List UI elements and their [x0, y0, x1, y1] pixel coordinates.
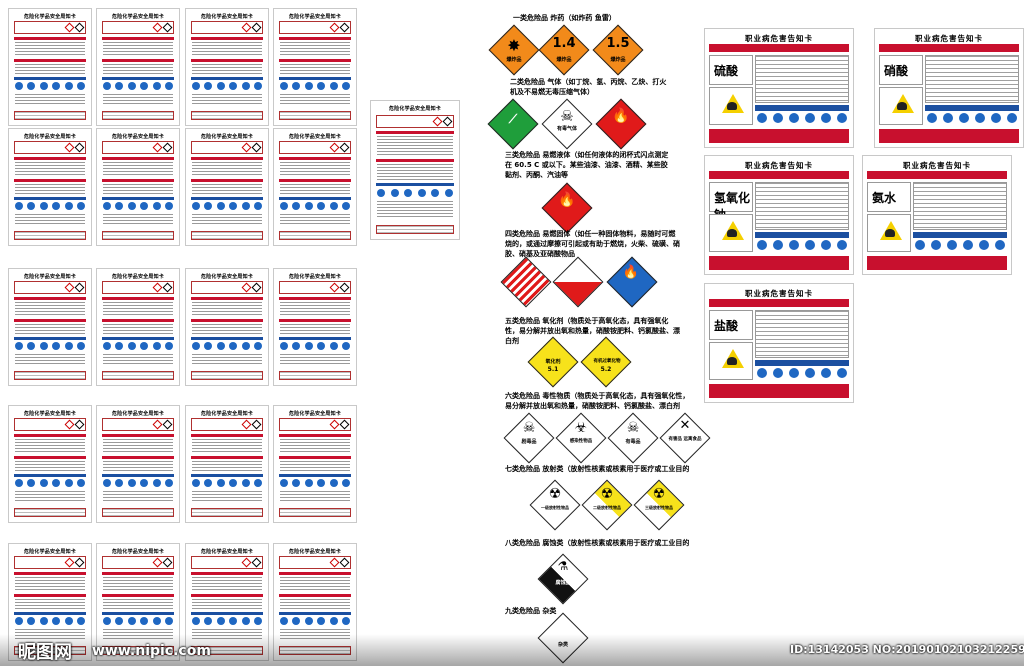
watermark-url: www.nipic.com [92, 643, 211, 659]
card-title: 危险化学品安全周知卡 [388, 106, 441, 112]
class5-title: 五类危险品 氧化剂（物质处于高氧化态，具有强氧化性，易分解并放出氧和热量，硝酸铵… [505, 317, 680, 345]
safety-card: 危险化学品安全周知卡 [273, 268, 357, 386]
safety-card: 危险化学品安全周知卡 [273, 405, 357, 523]
card-title: 危险化学品安全周知卡 [200, 549, 253, 555]
card-title: 危险化学品安全周知卡 [23, 549, 76, 555]
safety-card: 危险化学品安全周知卡 [185, 8, 269, 126]
safety-card: 危险化学品安全周知卡 [96, 543, 180, 661]
gas-cylinder-icon: ⟋ [508, 112, 518, 126]
card-title: 危险化学品安全周知卡 [200, 274, 253, 280]
occ-card-title: 职业病危害告知卡 [745, 289, 813, 298]
radiation-icon: ☢ [600, 486, 614, 502]
safety-card: 危险化学品安全周知卡 [8, 128, 92, 246]
card-title: 危险化学品安全周知卡 [288, 411, 341, 417]
safety-card: 危险化学品安全周知卡 [273, 543, 357, 661]
flammable-solid-diamond [500, 256, 552, 308]
class8-title: 八类危险品 腐蚀类（放射性核素或核素用于医疗或工业目的 [505, 539, 690, 547]
safety-card: 危险化学品安全周知卡 [96, 405, 180, 523]
occupational-hazard-card: 职业病危害告知卡氢氧化钠 [704, 155, 854, 275]
flammable-gas-diamond [595, 98, 647, 150]
card-title: 危险化学品安全周知卡 [23, 134, 76, 140]
card-title: 危险化学品安全周知卡 [111, 274, 164, 280]
occupational-hazard-card: 职业病危害告知卡盐酸 [704, 283, 854, 403]
safety-card: 危险化学品安全周知卡 [96, 8, 180, 126]
chemical-name: 氨水 [872, 191, 897, 205]
class4-title: 四类危险品 易燃固体（如任一种固体物料，易随时可燃烧的，或通过摩擦可引起或有助于… [505, 230, 680, 258]
occ-card-title: 职业病危害告知卡 [745, 34, 813, 43]
safety-card: 危险化学品安全周知卡 [185, 543, 269, 661]
card-title: 危险化学品安全周知卡 [111, 411, 164, 417]
safety-card: 危险化学品安全周知卡 [185, 128, 269, 246]
safety-card: 危险化学品安全周知卡 [8, 405, 92, 523]
safety-card: 危险化学品安全周知卡 [273, 128, 357, 246]
class6-title: 六类危险品 毒性物质（物质处于高氧化态，具有强氧化性，易分解并放出氧和热量，硝酸… [505, 392, 690, 410]
flame-icon: 🔥 [622, 265, 640, 280]
skull-icon: ☠ [560, 107, 574, 125]
card-title: 危险化学品安全周知卡 [23, 411, 76, 417]
flame-icon: 🔥 [558, 192, 576, 208]
safety-card: 危险化学品安全周知卡 [185, 268, 269, 386]
card-title: 危险化学品安全周知卡 [200, 14, 253, 20]
watermark-id: ID:13142053 NO:20190102103212259032 [790, 643, 1024, 656]
watermark-logo: 昵图网 [18, 642, 72, 663]
chemical-name: 盐酸 [714, 319, 739, 333]
occ-card-title: 职业病危害告知卡 [915, 34, 983, 43]
safety-card: 危险化学品安全周知卡 [273, 8, 357, 126]
safety-card: 危险化学品安全周知卡 [8, 268, 92, 386]
chemical-name: 硫酸 [714, 64, 739, 78]
watermark-bar [0, 634, 1024, 666]
spontaneous-combustion-diamond [552, 256, 604, 308]
chemical-name: 硝酸 [884, 64, 909, 78]
occ-card-title: 职业病危害告知卡 [745, 161, 813, 170]
card-title: 危险化学品安全周知卡 [288, 14, 341, 20]
safety-card-single: 危险化学品安全周知卡 [370, 100, 460, 240]
occupational-hazard-card: 职业病危害告知卡氨水 [862, 155, 1012, 275]
safety-card: 危险化学品安全周知卡 [8, 8, 92, 126]
safety-card: 危险化学品安全周知卡 [185, 405, 269, 523]
biohazard-icon: ☣ [574, 420, 588, 436]
class7-title: 七类危险品 放射类（放射性核素或核素用于医疗或工业目的 [505, 465, 690, 473]
flammable-liquid-diamond [541, 182, 593, 234]
corrosion-icon: ⚗ [557, 559, 569, 573]
flame-icon: 🔥 [612, 108, 630, 124]
card-title: 危险化学品安全周知卡 [111, 134, 164, 140]
safety-card: 危险化学品安全周知卡 [8, 543, 92, 661]
radiation-icon: ☢ [652, 486, 666, 502]
safety-card: 危险化学品安全周知卡 [96, 268, 180, 386]
card-title: 危险化学品安全周知卡 [288, 134, 341, 140]
card-title: 危险化学品安全周知卡 [111, 549, 164, 555]
occupational-hazard-card: 职业病危害告知卡硫酸 [704, 28, 854, 148]
card-title: 危险化学品安全周知卡 [288, 274, 341, 280]
card-title: 危险化学品安全周知卡 [23, 274, 76, 280]
occ-card-title: 职业病危害告知卡 [903, 161, 971, 170]
class3-title: 三类危险品 易燃液体（如任何液体的闭杯式闪点测定在 60.5 C 或以下。某些油… [505, 151, 669, 179]
card-title: 危险化学品安全周知卡 [23, 14, 76, 20]
class1-title: 一类危险品 炸药（如炸药 鱼雷） [513, 14, 616, 22]
card-title: 危险化学品安全周知卡 [288, 549, 341, 555]
occupational-hazard-card: 职业病危害告知卡硝酸 [874, 28, 1024, 148]
safety-card: 危险化学品安全周知卡 [96, 128, 180, 246]
class2-title: 二类危险品 气体（如丁烷、氢、丙烷、乙炔、打火机及不易燃无毒压缩气体） [510, 78, 667, 96]
card-title: 危险化学品安全周知卡 [111, 14, 164, 20]
card-title: 危险化学品安全周知卡 [200, 411, 253, 417]
class9-title: 九类危险品 杂类 [505, 607, 557, 615]
card-title: 危险化学品安全周知卡 [200, 134, 253, 140]
explosive-icon: ✸ [507, 36, 521, 55]
radiation-icon: ☢ [548, 486, 562, 502]
